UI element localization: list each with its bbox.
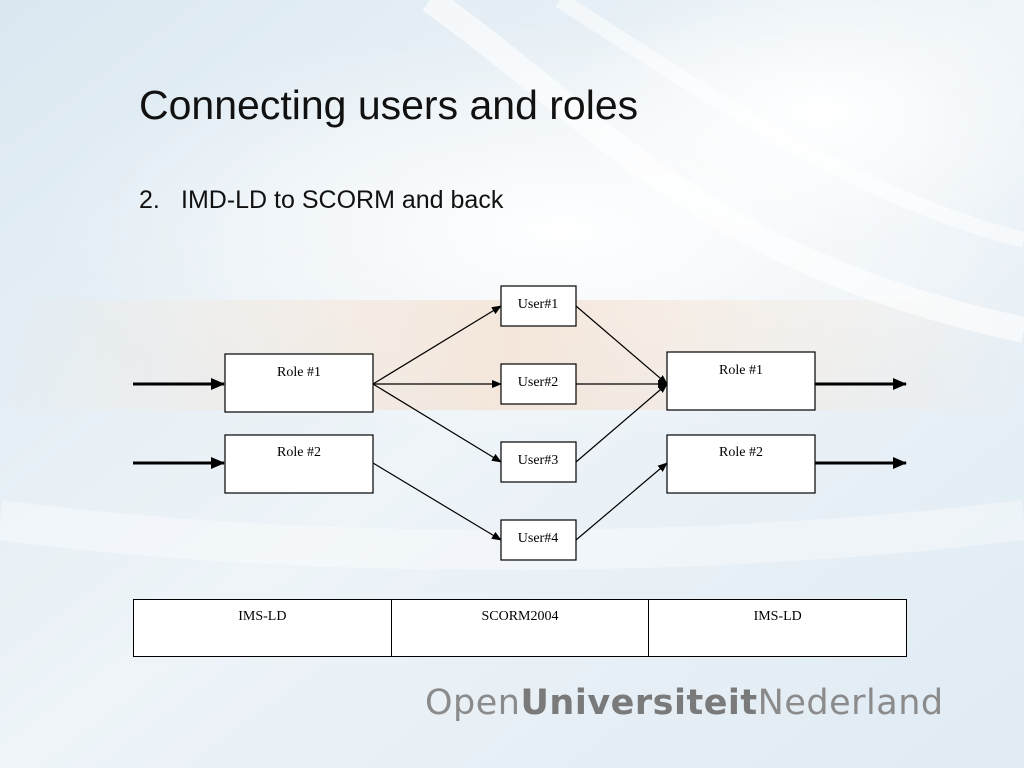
slide-title: Connecting users and roles: [139, 82, 639, 128]
edge-role1-user3: [372, 383, 502, 463]
bullet-item: 2. IMD-LD to SCORM and back: [139, 186, 503, 215]
left-role-2: Role #2: [224, 434, 374, 494]
bullet-number: 2.: [139, 186, 160, 214]
user-4-label: User#4: [518, 531, 558, 546]
right-role-1: Role #1: [666, 351, 816, 411]
left-role-1-label: Role #1: [277, 365, 321, 380]
table-cell-ims-ld-right: IMS-LD: [753, 609, 802, 624]
user-2: User#2: [500, 363, 577, 405]
user-3: User#3: [500, 441, 577, 483]
left-role-2-label: Role #2: [277, 445, 321, 460]
logo-part-nederland: Nederland: [757, 683, 944, 723]
edge-role1-user1: [372, 305, 502, 385]
user-2-label: User#2: [518, 375, 558, 390]
logo-part-universiteit: Universiteit: [520, 683, 758, 723]
right-role-2: Role #2: [666, 434, 816, 494]
bullet-text: IMD-LD to SCORM and back: [181, 186, 504, 214]
standards-table: IMS-LD SCORM2004 IMS-LD: [133, 599, 907, 657]
user-1: User#1: [500, 285, 577, 327]
table-cell-scorm2004: SCORM2004: [392, 600, 650, 656]
user-1-label: User#1: [518, 297, 558, 312]
edge-user3-rrole1: [575, 383, 668, 463]
user-4: User#4: [500, 519, 577, 561]
edge-user1-rrole1: [575, 305, 668, 385]
edge-role2-user4: [372, 462, 502, 541]
left-role-1: Role #1: [224, 353, 374, 413]
right-role-1-label: Role #1: [719, 363, 763, 378]
user-3-label: User#3: [518, 453, 558, 468]
right-role-2-label: Role #2: [719, 445, 763, 460]
edge-user4-rrole2: [575, 462, 668, 541]
table-cell-ims-ld-left: IMS-LD: [134, 600, 392, 656]
logo-part-open: Open: [425, 683, 521, 723]
open-universiteit-logo: OpenUniversiteitNederland: [425, 683, 944, 723]
